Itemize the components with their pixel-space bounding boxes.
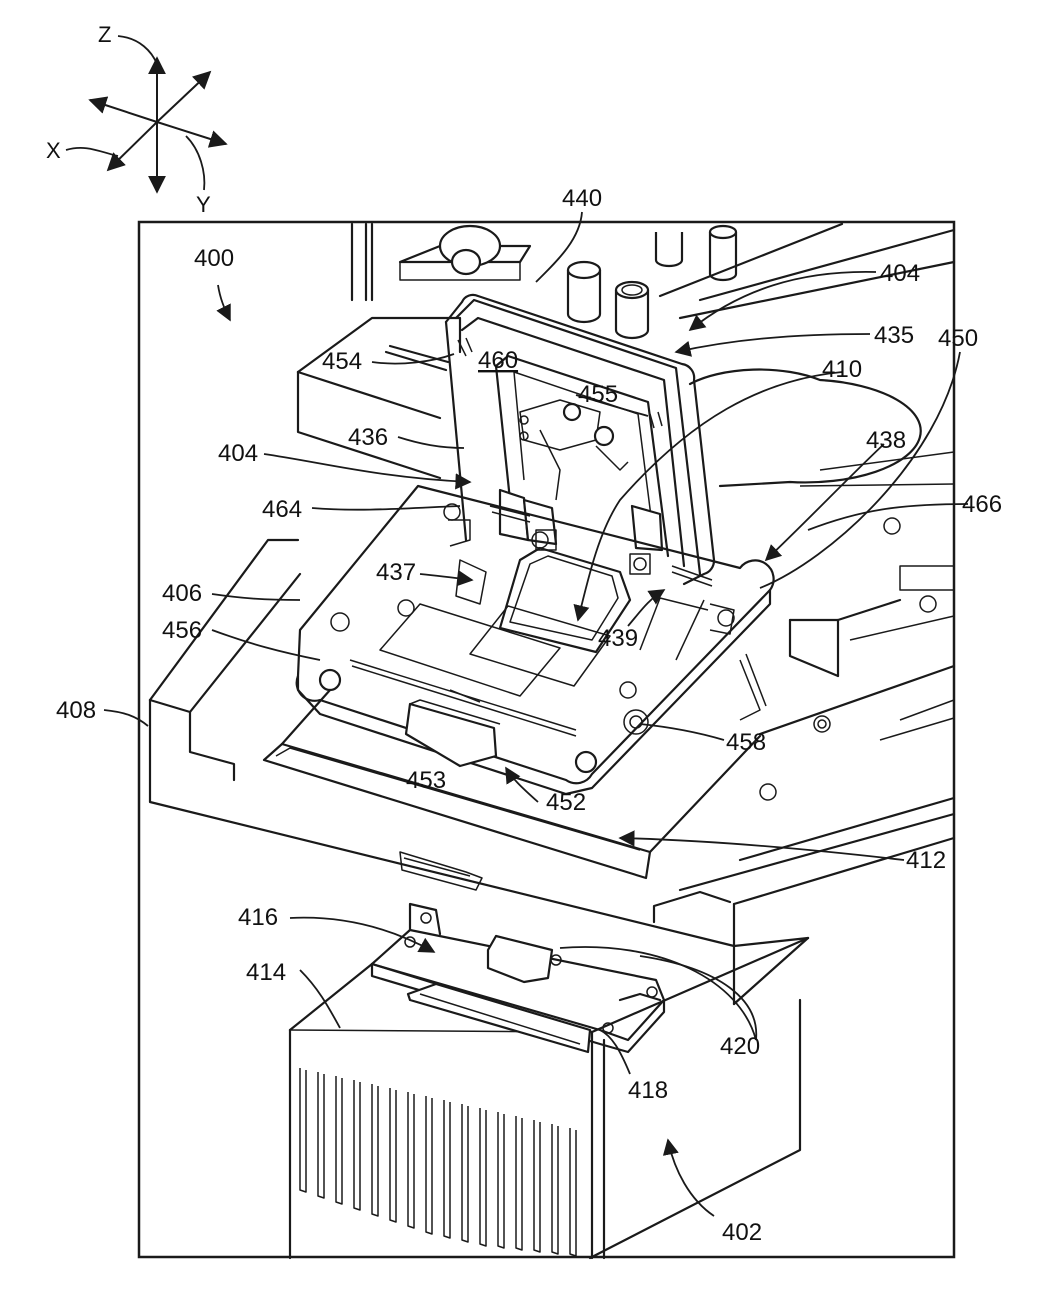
leader-lines — [103, 211, 969, 1217]
label-458: 458 — [726, 729, 766, 756]
label-402: 402 — [722, 1219, 762, 1246]
lid-440 — [444, 293, 716, 586]
label-404-left: 404 — [218, 440, 258, 467]
axis-label-x: X — [46, 138, 61, 163]
label-453: 453 — [406, 767, 446, 794]
label-455: 455 — [578, 381, 618, 408]
axis-label-z: Z — [98, 22, 111, 47]
label-412: 412 — [906, 847, 946, 874]
base-408 — [148, 517, 956, 1006]
label-400: 400 — [194, 245, 234, 272]
label-438: 438 — [866, 427, 906, 454]
label-460: 460 — [478, 347, 518, 374]
label-416: 416 — [238, 904, 278, 931]
label-420: 420 — [720, 1033, 760, 1060]
background-machinery — [350, 222, 956, 488]
label-456: 456 — [162, 617, 202, 644]
pedestal-414 — [288, 936, 810, 1260]
label-414: 414 — [246, 959, 286, 986]
label-464: 464 — [262, 496, 302, 523]
label-404-top: 404 — [880, 260, 920, 287]
figure-frame — [137, 220, 956, 1259]
label-466: 466 — [962, 491, 1002, 518]
connector-453 — [404, 699, 501, 768]
cooling-fins — [299, 1068, 577, 1257]
label-450: 450 — [938, 325, 978, 352]
upper-left-block — [296, 316, 462, 480]
contactor-board-418 — [370, 902, 666, 1054]
label-454: 454 — [322, 348, 362, 375]
label-440: 440 — [562, 185, 602, 212]
label-435: 435 — [874, 322, 914, 349]
label-439: 439 — [598, 625, 638, 652]
label-436: 436 — [348, 424, 388, 451]
label-406: 406 — [162, 580, 202, 607]
label-408: 408 — [56, 697, 96, 724]
axis-label-y: Y — [196, 192, 211, 217]
reference-labels: 400 440 404 435 450 410 454 460 455 436 … — [56, 185, 1002, 1246]
latch-mechanism — [489, 399, 713, 587]
label-418: 418 — [628, 1077, 668, 1104]
label-410: 410 — [822, 356, 862, 383]
coordinate-axes: Z X Y — [46, 22, 228, 217]
socket-plate-406 — [295, 484, 775, 796]
assembly-drawing — [148, 222, 956, 1260]
label-437: 437 — [376, 559, 416, 586]
label-452: 452 — [546, 789, 586, 816]
